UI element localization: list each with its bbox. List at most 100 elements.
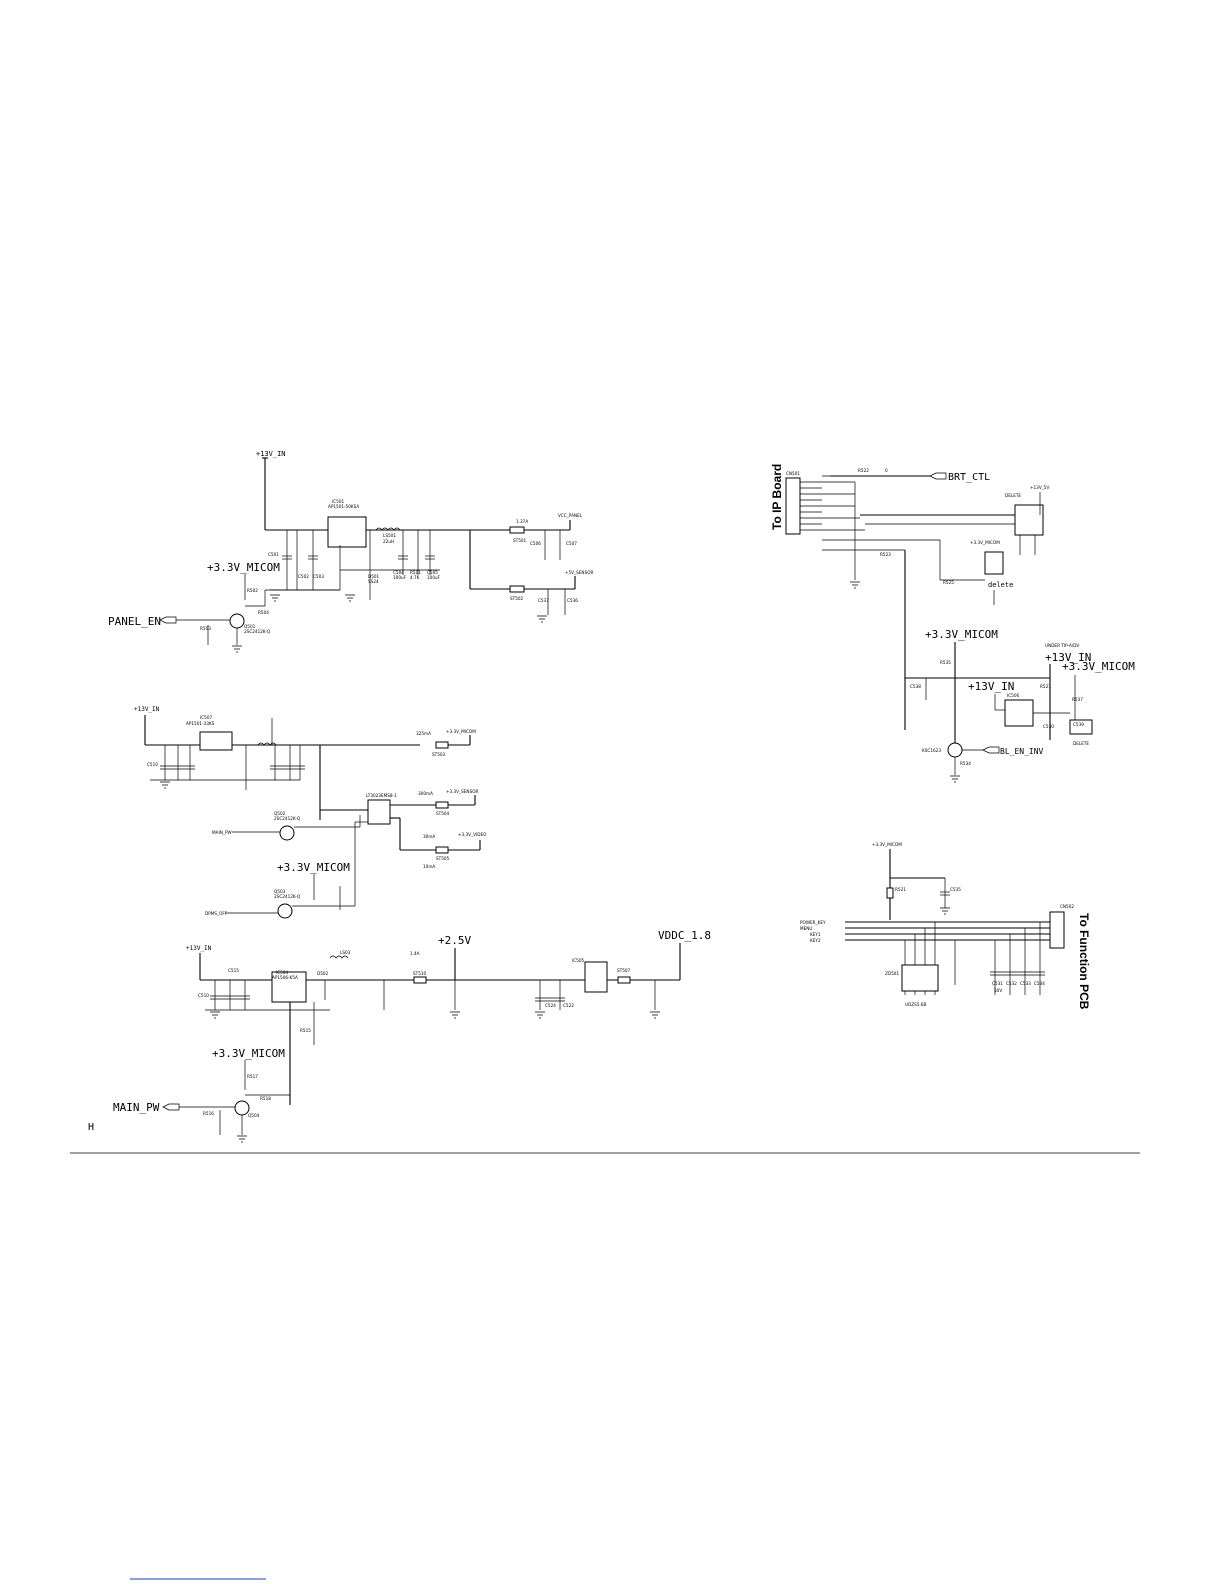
brt-ctl-port-icon (929, 472, 947, 480)
zd501-label: ZD501 (885, 971, 899, 976)
zd501-array (901, 964, 939, 992)
net-13v-in-label-3: +13V_IN (186, 945, 212, 952)
r527-label: R527 (1040, 684, 1051, 689)
panel-en-port-icon (159, 616, 177, 624)
q501-label: Q501 (244, 624, 256, 629)
st510-label: ST510 (413, 971, 427, 976)
ic504-label: IC504 (276, 970, 288, 975)
st501-body (509, 526, 525, 534)
r515-label: R515 (300, 1028, 311, 1033)
switch-key1-label: KEY1 (810, 932, 821, 937)
ls501-value: 22uH (383, 539, 394, 544)
net-13v-in-label-1: +13V_IN (256, 450, 286, 458)
q502-part: 2SC2412K-Q (274, 816, 301, 821)
r501-label: R501 (410, 570, 421, 575)
d501-part: SS24 (368, 579, 379, 584)
q503-transistor (277, 903, 293, 919)
r522-label: R522 (858, 468, 869, 473)
current-14a: 1.4A (410, 951, 420, 956)
q501-part: 2SC2412K-Q (244, 629, 271, 634)
switch-menu-label: MENU (800, 926, 812, 931)
net-13v-in-4: +13V_IN (1045, 651, 1091, 664)
block-ip-board-connector: To IP Board CN501 R522 0 BRT_CTL R523 DE (770, 464, 1135, 775)
net-panel-en: PANEL_EN (108, 615, 161, 628)
ic503-body (367, 799, 391, 825)
r521-label: R521 (895, 887, 906, 892)
delete-block-1 (1014, 504, 1044, 536)
q503-part: 2SC2412K-Q (274, 894, 301, 899)
header-to-ip-board: To IP Board (770, 464, 784, 530)
ksc1623-label: KSC1623 (922, 748, 941, 753)
c530-label: C530 (1043, 724, 1054, 729)
delete-label-1: DELETE (1005, 493, 1021, 498)
r525-label: R525 (943, 580, 954, 585)
c524-label: C524 (545, 1003, 556, 1008)
main-pw-small: MAIN_PW (212, 830, 232, 835)
v33-micom-tiny: +3.3V_MICOM (970, 540, 1000, 545)
net-33v-micom-1: +3.3V_MICOM (207, 561, 280, 574)
net-33v-micom-4: +3.3V_MICOM (925, 628, 998, 641)
ls03-label: LS03 (340, 950, 351, 955)
net-brt-ctl: BRT_CTL (948, 472, 990, 483)
c531-label: C531 (992, 981, 1003, 986)
d501-label: D501 (368, 574, 380, 579)
st501-label: ST501 (513, 538, 527, 543)
ic505-body (584, 961, 608, 993)
r516-label: R516 (203, 1111, 214, 1116)
st504-label: ST504 (436, 811, 450, 816)
main-pw-port-icon (162, 1103, 180, 1111)
block-33v-supply: +13V_IN C510 IC507 AP1501-33KS ST503 325… (134, 706, 487, 919)
c510-label-b2: C510 (147, 762, 158, 767)
c506-label: C506 (530, 541, 541, 546)
block-panel-supply: +13V_IN C501 C502 C503 IC501 AP1501-50KS… (108, 450, 594, 645)
st505-label: ST505 (436, 856, 450, 861)
under-tip-label: UNDER TIP-A/DV (1045, 643, 1079, 648)
ic501-part: AP1501-50KSA (328, 504, 359, 509)
r518-label: R518 (260, 1096, 271, 1101)
r504-label: R504 (258, 610, 269, 615)
c505-label: C505 (427, 570, 438, 575)
net-33v-micom-5: +3.3V_MICOM (1062, 660, 1135, 673)
q502-label: Q502 (274, 811, 286, 816)
ic507-part: AP1501-33KS (186, 721, 215, 726)
current-325: 325mA (416, 731, 431, 736)
c532-label: C532 (1006, 981, 1017, 986)
cn502-body (1049, 911, 1065, 949)
c534-label: C534 (1034, 981, 1045, 986)
q503-label: Q503 (274, 889, 286, 894)
zd501-part: UDZS5.6B (905, 1002, 926, 1007)
r517-label: R517 (247, 1074, 258, 1079)
c535-label: C535 (950, 887, 961, 892)
ic507-body (199, 731, 233, 751)
cn501-label: CN501 (786, 471, 800, 476)
current-30: 30mA (423, 834, 435, 839)
r534-label: R534 (960, 761, 971, 766)
v33-micom-small: +3.3V_MICOM (446, 729, 476, 734)
c507-label: C507 (566, 541, 577, 546)
c504-label: C504 (393, 570, 404, 575)
net-13v-in-label-2: +13V_IN (134, 706, 160, 713)
v13-5v-label: +13V_5V (1030, 485, 1049, 490)
c504-value: 100uF (393, 575, 407, 580)
net-main-pw: MAIN_PW (113, 1101, 160, 1114)
net-33v-micom-2: +3.3V_MICOM (277, 861, 350, 874)
ic503-label: LT3023EMS8-1 (366, 793, 397, 798)
ic504-body (271, 971, 307, 1003)
v33-video-label: +3.3V_VIDEO (458, 832, 487, 837)
block-25v-18v-supply: +13V_IN C510 C515 IC504 AP1506-K5A LS03 … (88, 929, 711, 1135)
q505-transistor (947, 742, 963, 758)
r523-label: R523 (880, 552, 891, 557)
net-33v-micom-3: +3.3V_MICOM (212, 1047, 285, 1060)
switch-key2-label: KEY2 (810, 938, 821, 943)
switch-power-label: POWER_KEY (800, 920, 826, 925)
sheet-marker-h: H (88, 1122, 94, 1133)
ic501-body (327, 516, 367, 548)
q501-transistor (229, 613, 245, 629)
vcc-panel-label: VCC_PANEL (558, 513, 583, 518)
bl-en-port-icon (982, 746, 1000, 754)
ls501-label: LS501 (383, 533, 396, 538)
delete-block-2 (984, 551, 1004, 575)
c536-label: C536 (567, 598, 578, 603)
ic506-label: IC506 (1007, 693, 1019, 698)
v33-micom-tiny-2: +3.3V_MICOM (872, 842, 902, 847)
